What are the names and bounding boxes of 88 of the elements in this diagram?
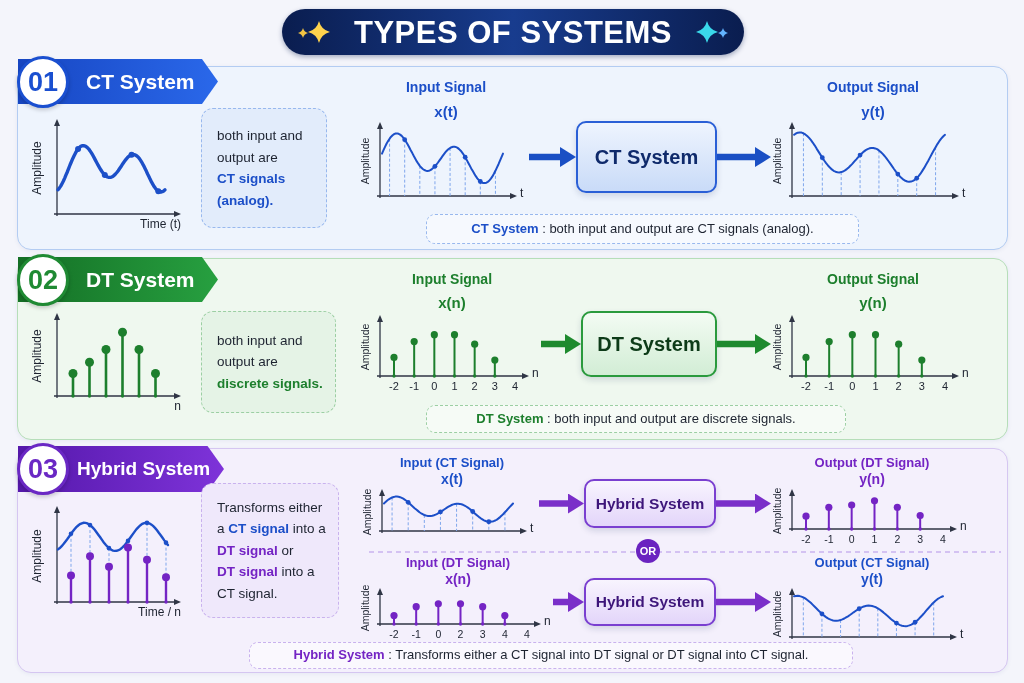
arrow: [716, 493, 771, 514]
plot-title: Input Signal: [405, 79, 487, 96]
system-block: CT System: [576, 121, 717, 193]
section-number: 01: [17, 55, 69, 108]
tick-label: -2: [389, 380, 399, 393]
plot-title: Input Signal: [411, 271, 493, 288]
tick-label: 4: [501, 628, 508, 641]
tick-label: -1: [824, 533, 834, 546]
arrow: [717, 147, 771, 167]
tick-label: 0: [435, 628, 442, 641]
description-text: both input and output are CT signals (analog).: [217, 127, 304, 210]
axis-label: Amplitude: [771, 323, 784, 371]
tick-label: 4: [941, 380, 949, 393]
tick-label: 1: [451, 380, 458, 393]
tick-label: 0: [848, 533, 855, 546]
tick-label: 1: [872, 380, 879, 393]
arrow: [717, 334, 771, 354]
tick-label: 2: [894, 533, 901, 546]
axis-label: Amplitude: [771, 137, 784, 184]
system-block: DT System: [581, 311, 717, 377]
tick-label: 3: [491, 380, 498, 393]
description-card: [201, 108, 327, 228]
description-card: [201, 483, 339, 618]
axis-label: Time / n: [138, 606, 181, 620]
tick-label: -2: [801, 380, 811, 393]
signal-symbol: y(t): [861, 571, 883, 588]
plot-title: Output Signal: [827, 271, 919, 288]
axis-label: Amplitude: [359, 584, 372, 631]
signal-symbol: y(n): [859, 294, 887, 312]
tick-label: 3: [917, 533, 924, 546]
tick-label: 4: [524, 628, 530, 641]
signal-symbol: x(t): [434, 103, 458, 121]
signal-symbol: x(t): [441, 471, 463, 488]
axis-label: n: [962, 367, 969, 381]
axis-label: t: [520, 187, 524, 201]
summary-note: CT System : both input and output are CT signals (analog).: [426, 214, 859, 244]
axis-label: Amplitude: [31, 141, 45, 195]
axis-label: t: [962, 187, 966, 201]
tick-label: -2: [389, 628, 399, 641]
tick-label: -1: [409, 380, 420, 393]
tick-label: -2: [801, 533, 811, 546]
signal-symbol: y(n): [859, 471, 885, 488]
signal-symbol: x(n): [438, 294, 466, 312]
section-number: 03: [17, 443, 69, 495]
tick-label: -1: [824, 380, 835, 393]
tick-label: 3: [479, 628, 486, 641]
axis-label: t: [530, 522, 534, 536]
system-block: Hybrid System: [584, 479, 716, 528]
plot-title: Input (CT Signal): [400, 456, 504, 471]
tick-label: 0: [849, 380, 856, 393]
or-badge: OR: [636, 539, 660, 563]
tick-label: 2: [471, 380, 478, 393]
axis-label: t: [960, 628, 964, 642]
axis-label: n: [544, 615, 551, 629]
plot-title: Output Signal: [827, 79, 919, 96]
axis-label: n: [532, 367, 539, 381]
axis-label: Amplitude: [359, 137, 372, 184]
summary-note: Hybrid System : Transforms either a CT signal into DT signal or DT signal into CT signal.: [249, 642, 853, 669]
arrow: [716, 592, 771, 612]
section-number: 02: [17, 253, 69, 306]
tick-label: 2: [895, 380, 902, 393]
plot-title: Output (CT Signal): [814, 556, 930, 571]
axis-label: Amplitude: [771, 487, 784, 534]
axis-label: Amplitude: [359, 323, 372, 371]
tick-label: 1: [871, 533, 878, 546]
axis-label: Time (t): [140, 218, 181, 232]
axis-label: Amplitude: [31, 329, 45, 383]
plot-title: Output (DT Signal): [814, 456, 930, 471]
plot-title: Input (DT Signal): [406, 556, 510, 571]
axis-label: n: [174, 400, 181, 414]
tick-label: 0: [431, 380, 438, 393]
summary-note: DT System : both input and output are discrete signals.: [426, 405, 846, 433]
tick-label: -1: [411, 628, 421, 641]
signal-symbol: x(n): [445, 571, 471, 588]
axis-label: Amplitude: [771, 590, 784, 638]
description-text: Transforms either a CT signal into a DT signal or DT signal into a CT signal.: [217, 498, 327, 603]
axis-label: Amplitude: [361, 488, 374, 535]
description-card: [201, 311, 336, 413]
signal-symbol: y(t): [861, 103, 885, 121]
tick-label: 4: [511, 380, 519, 393]
tick-label: 4: [940, 533, 946, 546]
axis-label: Amplitude: [31, 528, 45, 583]
axis-label: n: [960, 520, 967, 534]
description-text: both input and output are discrete signals.: [217, 331, 324, 393]
page-title: TYPES OF SYSTEMS: [353, 15, 673, 51]
tick-label: 2: [457, 628, 464, 641]
tick-label: 3: [918, 380, 925, 393]
system-block: Hybrid System: [584, 578, 716, 626]
